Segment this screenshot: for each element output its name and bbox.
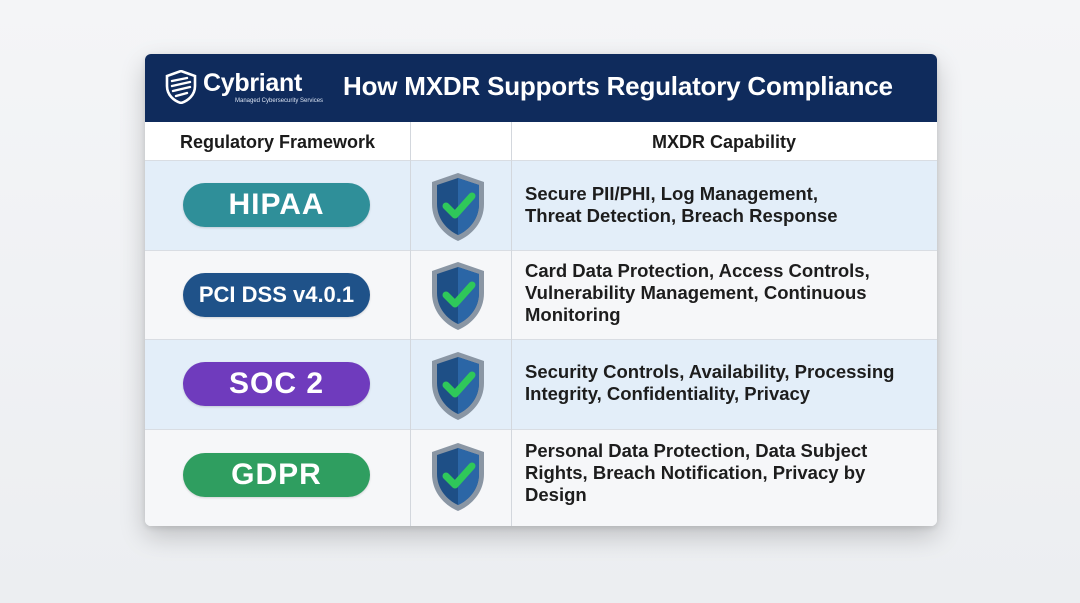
brand-name: Cybriant [203, 69, 303, 97]
column-divider [511, 122, 512, 526]
shield-check-icon [432, 262, 484, 330]
compliance-row-pci-dss: PCI DSS v4.0.1 Card Data Protection, Acc… [145, 251, 937, 340]
shield-check-icon [432, 443, 484, 511]
capability-line: Design [525, 484, 587, 505]
framework-badge-gdpr: GDPR [183, 453, 370, 497]
shield-check-icon [432, 173, 484, 241]
header-bar: Cybriant Managed Cybersecurity Services … [145, 54, 937, 122]
capability-line: Integrity, Confidentiality, Privacy [525, 383, 811, 404]
brand-tagline: Managed Cybersecurity Services [235, 98, 324, 104]
capability-text-soc-2: Security Controls, Availability, Process… [525, 361, 925, 405]
capability-text-gdpr: Personal Data Protection, Data Subject R… [525, 440, 925, 506]
brand-logo: Cybriant Managed Cybersecurity Services [165, 68, 325, 110]
capability-line: Threat Detection, Breach Response [525, 205, 838, 226]
shield-check-icon [432, 352, 484, 420]
framework-badge-soc-2: SOC 2 [183, 362, 370, 406]
compliance-row-soc-2: SOC 2 Security Controls, Availability, P… [145, 340, 937, 430]
capability-text-hipaa: Secure PII/PHI, Log Management, Threat D… [525, 183, 925, 227]
compliance-row-gdpr: GDPR Personal Data Protection, Data Subj… [145, 430, 937, 526]
capability-line: Vulnerability Management, Continuous [525, 282, 867, 303]
capability-line: Secure PII/PHI, Log Management, [525, 183, 818, 204]
column-header-framework: Regulatory Framework [179, 132, 376, 152]
column-header-capability: MXDR Capability [651, 132, 797, 152]
page-title: How MXDR Supports Regulatory Compliance [343, 71, 893, 101]
framework-badge-hipaa: HIPAA [183, 183, 370, 227]
capability-line: Personal Data Protection, Data Subject [525, 440, 868, 461]
framework-badge-pci-dss: PCI DSS v4.0.1 [183, 273, 370, 317]
capability-text-pci-dss: Card Data Protection, Access Controls, V… [525, 260, 925, 326]
column-headers: Regulatory Framework MXDR Capability [145, 122, 937, 161]
capability-line: Security Controls, Availability, Process… [525, 361, 895, 382]
compliance-card: Cybriant Managed Cybersecurity Services … [145, 54, 937, 526]
capability-line: Card Data Protection, Access Controls, [525, 260, 870, 281]
capability-line: Rights, Breach Notification, Privacy by [525, 462, 866, 483]
compliance-row-hipaa: HIPAA Secure PII/PHI, Log Management, Th… [145, 161, 937, 251]
cybriant-logo-icon [165, 70, 197, 104]
column-divider [410, 122, 411, 526]
capability-line: Monitoring [525, 304, 621, 325]
